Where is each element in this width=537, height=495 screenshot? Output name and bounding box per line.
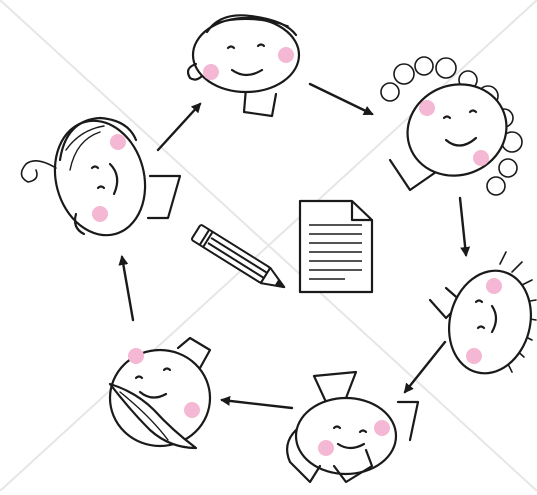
arrow-bottomleft-to-left (122, 257, 133, 320)
arrow-left-to-top (158, 104, 200, 150)
document-icon (300, 201, 372, 292)
arrow-top-to-topright (310, 84, 372, 114)
arrow-topright-to-right (460, 198, 466, 255)
pencil-icon (191, 224, 289, 294)
child-top (188, 15, 299, 116)
arrow-bottom-to-bottomleft (222, 400, 292, 408)
child-left (21, 111, 180, 246)
child-bottom-left (110, 338, 210, 448)
arrow-right-to-bottom (405, 342, 445, 392)
child-right (430, 252, 537, 383)
child-bottom (287, 372, 418, 482)
